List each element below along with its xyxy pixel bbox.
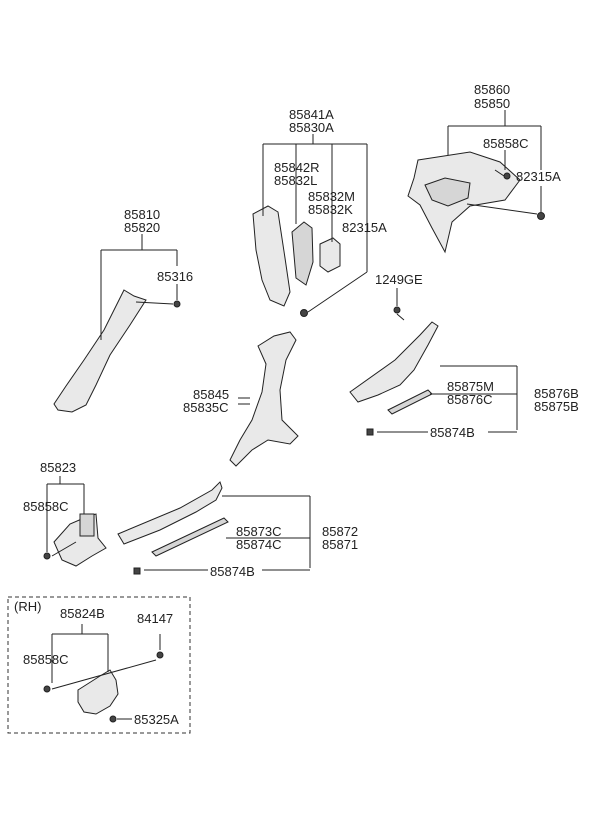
- label-85325a: 85325A: [134, 712, 179, 727]
- rear-scuff-strip: [387, 389, 433, 415]
- front-scuff-part: [117, 481, 223, 545]
- label-85810: 85810: [124, 207, 160, 222]
- label-85842r: 85842R: [274, 160, 320, 175]
- label-85860: 85860: [474, 82, 510, 97]
- clip-85874b-bottom: [133, 567, 141, 575]
- label-84147: 84147: [137, 611, 173, 626]
- label-85858c-mid: 85858C: [23, 499, 69, 514]
- clip-84147: [156, 651, 164, 659]
- label-85832l: 85832L: [274, 173, 317, 188]
- label-85873c: 85873C: [236, 524, 282, 539]
- clip-85858c-rh: [43, 685, 51, 693]
- label-85835c: 85835C: [183, 400, 229, 415]
- pillar-trim-insert: [291, 221, 314, 286]
- label-85841a: 85841A: [289, 107, 334, 122]
- rh-detail-group: (RH) 85824B 84147 85858C 85325A: [7, 596, 191, 734]
- label-85824b: 85824B: [60, 606, 105, 621]
- label-85874b-top: 85874B: [430, 425, 475, 440]
- label-82315a-mid: 82315A: [342, 220, 387, 235]
- label-85823: 85823: [40, 460, 76, 475]
- bracket-group: 85823 85858C: [23, 460, 107, 567]
- label-85845: 85845: [193, 387, 229, 402]
- label-85872: 85872: [322, 524, 358, 539]
- bracket-tab: [79, 513, 95, 537]
- label-85832k: 85832K: [308, 202, 353, 217]
- pillar-trim-cover: [319, 237, 341, 273]
- label-85876b: 85876B: [534, 386, 579, 401]
- label-85874b-bottom: 85874B: [210, 564, 255, 579]
- label-85875b: 85875B: [534, 399, 579, 414]
- pillar-trim-group: 85841A 85830A 85842R 85832L 85832M 85832…: [252, 107, 387, 317]
- label-85820: 85820: [124, 220, 160, 235]
- quarter-trim-part: [407, 151, 521, 254]
- clip-85325a: [109, 715, 117, 723]
- label-85876c: 85876C: [447, 392, 493, 407]
- lower-pillar-part: [229, 331, 299, 467]
- label-85830a: 85830A: [289, 120, 334, 135]
- quarter-trim-window: [424, 177, 471, 207]
- rh-bracket-part: [77, 669, 119, 715]
- rear-scuff-part: [349, 321, 439, 403]
- clip-85858c-top: [503, 172, 511, 180]
- pillar-trim-upper: [252, 205, 291, 307]
- label-82315a-top: 82315A: [516, 169, 561, 184]
- label-85871: 85871: [322, 537, 358, 552]
- label-85316: 85316: [157, 269, 193, 284]
- front-pillar-part: [53, 289, 147, 413]
- quarter-trim-group: 85860 85850 85858C 82315A: [407, 82, 561, 254]
- label-85832m: 85832M: [308, 189, 355, 204]
- lower-pillar-group: 85845 85835C: [183, 331, 299, 467]
- front-pillar-group: 85810 85820 85316: [53, 207, 193, 413]
- label-85858c-top: 85858C: [483, 136, 529, 151]
- clip-82315a-top: [537, 212, 545, 220]
- label-85875m: 85875M: [447, 379, 494, 394]
- clip-85858c-mid: [43, 552, 51, 560]
- clip-85874b-top: [366, 428, 374, 436]
- front-scuff-strip: [151, 517, 229, 557]
- label-85874c: 85874C: [236, 537, 282, 552]
- rear-scuff-group: 1249GE 85875M 85876C 85876B 85875B 85874…: [349, 272, 579, 440]
- label-rh: (RH): [14, 599, 41, 614]
- label-85850: 85850: [474, 96, 510, 111]
- clip-85316: [173, 300, 181, 308]
- rh-detail-box: [7, 596, 191, 734]
- bolt-1249ge: [393, 306, 401, 314]
- front-scuff-group: 85873C 85874C 85872 85871 85874B: [117, 481, 358, 579]
- label-1249ge: 1249GE: [375, 272, 423, 287]
- label-85858c-rh: 85858C: [23, 652, 69, 667]
- clip-82315a-mid: [300, 309, 308, 317]
